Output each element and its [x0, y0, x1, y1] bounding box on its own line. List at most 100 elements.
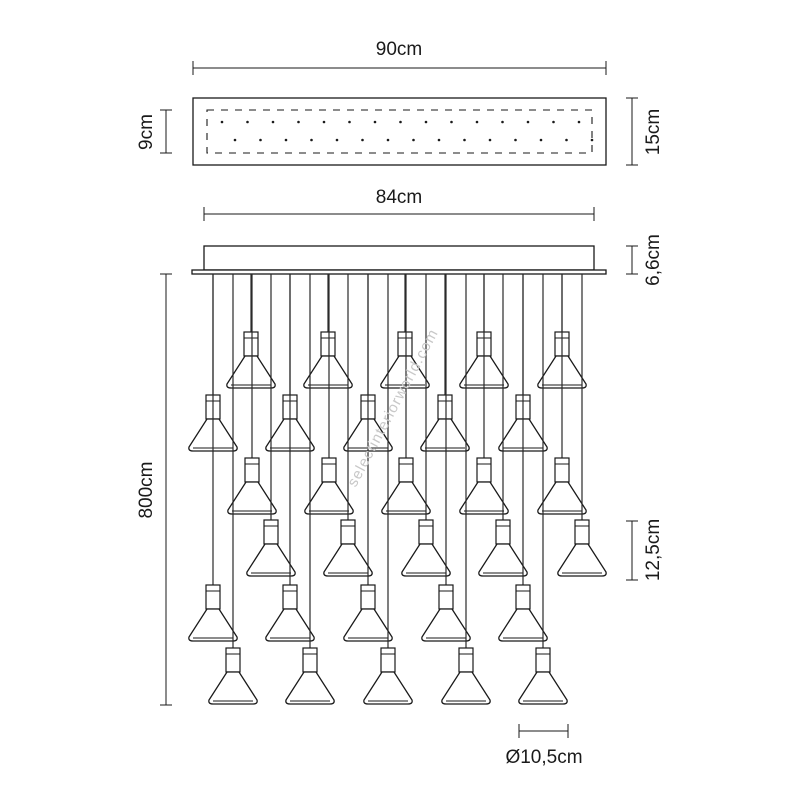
mount-dot	[552, 120, 555, 124]
pendant-shade	[381, 481, 431, 515]
pendant-shade	[421, 608, 471, 642]
pendant-shade	[303, 355, 353, 389]
pendant-shade	[227, 481, 277, 515]
pendant-holder	[205, 584, 221, 610]
dimension-label-diameter: Ø10,5cm	[505, 747, 582, 768]
pendant-shade	[498, 608, 548, 642]
mount-dot	[373, 120, 377, 124]
pendant-holder	[476, 457, 492, 483]
pendant-shade	[188, 608, 238, 642]
pendant-holder	[535, 647, 551, 673]
mount-dot	[590, 138, 594, 142]
mount-dot	[475, 120, 479, 124]
pendant-holder	[243, 331, 259, 357]
dimension-label-12-5cm: 12,5cm	[643, 519, 664, 581]
mount-dot	[539, 138, 543, 142]
front-view: 84cm 6,6cm 800cm 12,5cm	[136, 187, 664, 768]
pendant-holder	[340, 519, 356, 545]
pendant-shade	[265, 608, 315, 642]
pendant-shade	[304, 481, 354, 515]
mount-dot	[488, 138, 492, 142]
pendant-shade	[518, 671, 568, 705]
mount-dot	[565, 138, 568, 142]
mount-dot	[233, 138, 237, 142]
mount-dot	[259, 138, 262, 142]
mount-dot	[322, 120, 326, 124]
pendant-holder	[398, 457, 414, 483]
pendant-holder	[515, 584, 531, 610]
pendant-shade	[380, 355, 430, 389]
dimension-12-5cm: 12,5cm	[626, 519, 664, 581]
mount-dot	[450, 120, 453, 124]
mount-dot	[399, 120, 402, 124]
mount-dot	[577, 120, 581, 124]
pendant-shade	[459, 481, 509, 515]
dimension-84cm: 84cm	[203, 187, 595, 221]
pendant-holder	[438, 584, 454, 610]
mount-dot	[220, 120, 224, 124]
dimension-label-9cm: 9cm	[136, 114, 157, 150]
mount-dot	[386, 138, 390, 142]
pendant-holder	[397, 331, 413, 357]
pendant-holder	[321, 457, 337, 483]
pendant-holder	[574, 519, 590, 545]
pendant-holder	[244, 457, 260, 483]
mount-dot	[463, 138, 466, 142]
pendant-holder	[360, 584, 376, 610]
pendant-shade	[343, 608, 393, 642]
pendant-holder	[380, 647, 396, 673]
pendant-group	[188, 274, 607, 705]
dimension-800cm: 800cm	[136, 273, 172, 706]
dimension-90cm: 90cm	[192, 39, 607, 75]
pendant-shade	[226, 355, 276, 389]
mount-dot	[526, 120, 530, 124]
plan-mount-dots	[220, 120, 594, 142]
dimension-label-90cm: 90cm	[376, 39, 422, 60]
pendant-holder	[418, 519, 434, 545]
pendant-holder	[437, 394, 453, 420]
mount-dot	[284, 138, 288, 142]
dimension-label-84cm: 84cm	[376, 187, 422, 208]
dimension-label-800cm: 800cm	[136, 461, 157, 518]
pendant-holder	[282, 584, 298, 610]
watermark: selectinteriorworld.com	[344, 326, 442, 490]
pendant-shade	[557, 543, 607, 577]
pendant-shade	[285, 671, 335, 705]
pendant-holder	[225, 647, 241, 673]
mount-dot	[501, 120, 504, 124]
dimension-6-6cm: 6,6cm	[626, 234, 664, 286]
dimension-15cm: 15cm	[626, 97, 664, 166]
plan-dashed-outline	[206, 109, 593, 154]
pendant-shade	[323, 543, 373, 577]
mount-dot	[514, 138, 517, 142]
mount-dot	[310, 138, 313, 142]
pendant-holder	[263, 519, 279, 545]
canopy	[191, 245, 607, 275]
pendant-shade	[246, 543, 296, 577]
mount-dot	[297, 120, 300, 124]
pendant-holder	[320, 331, 336, 357]
mount-dot	[335, 138, 339, 142]
pendant-holder	[554, 457, 570, 483]
pendant-shade	[441, 671, 491, 705]
mount-dot	[246, 120, 249, 124]
dimension-label-15cm: 15cm	[643, 109, 664, 155]
mount-dot	[437, 138, 441, 142]
dimension-9cm: 9cm	[136, 109, 172, 154]
pendant-shade	[208, 671, 258, 705]
pendant-holder	[458, 647, 474, 673]
pendant-shade	[401, 543, 451, 577]
mount-dot	[412, 138, 415, 142]
top-view: 90cm 9cm 15cm	[136, 39, 664, 166]
mount-dot	[424, 120, 428, 124]
pendant-holder	[302, 647, 318, 673]
pendant-shade	[420, 418, 470, 452]
plan-rectangle	[192, 97, 607, 166]
pendant-shade	[537, 481, 587, 515]
pendant-shade	[478, 543, 528, 577]
pendant-shade	[363, 671, 413, 705]
mount-dot	[271, 120, 275, 124]
dimension-diameter: Ø10,5cm	[505, 724, 583, 768]
pendant-holder	[495, 519, 511, 545]
